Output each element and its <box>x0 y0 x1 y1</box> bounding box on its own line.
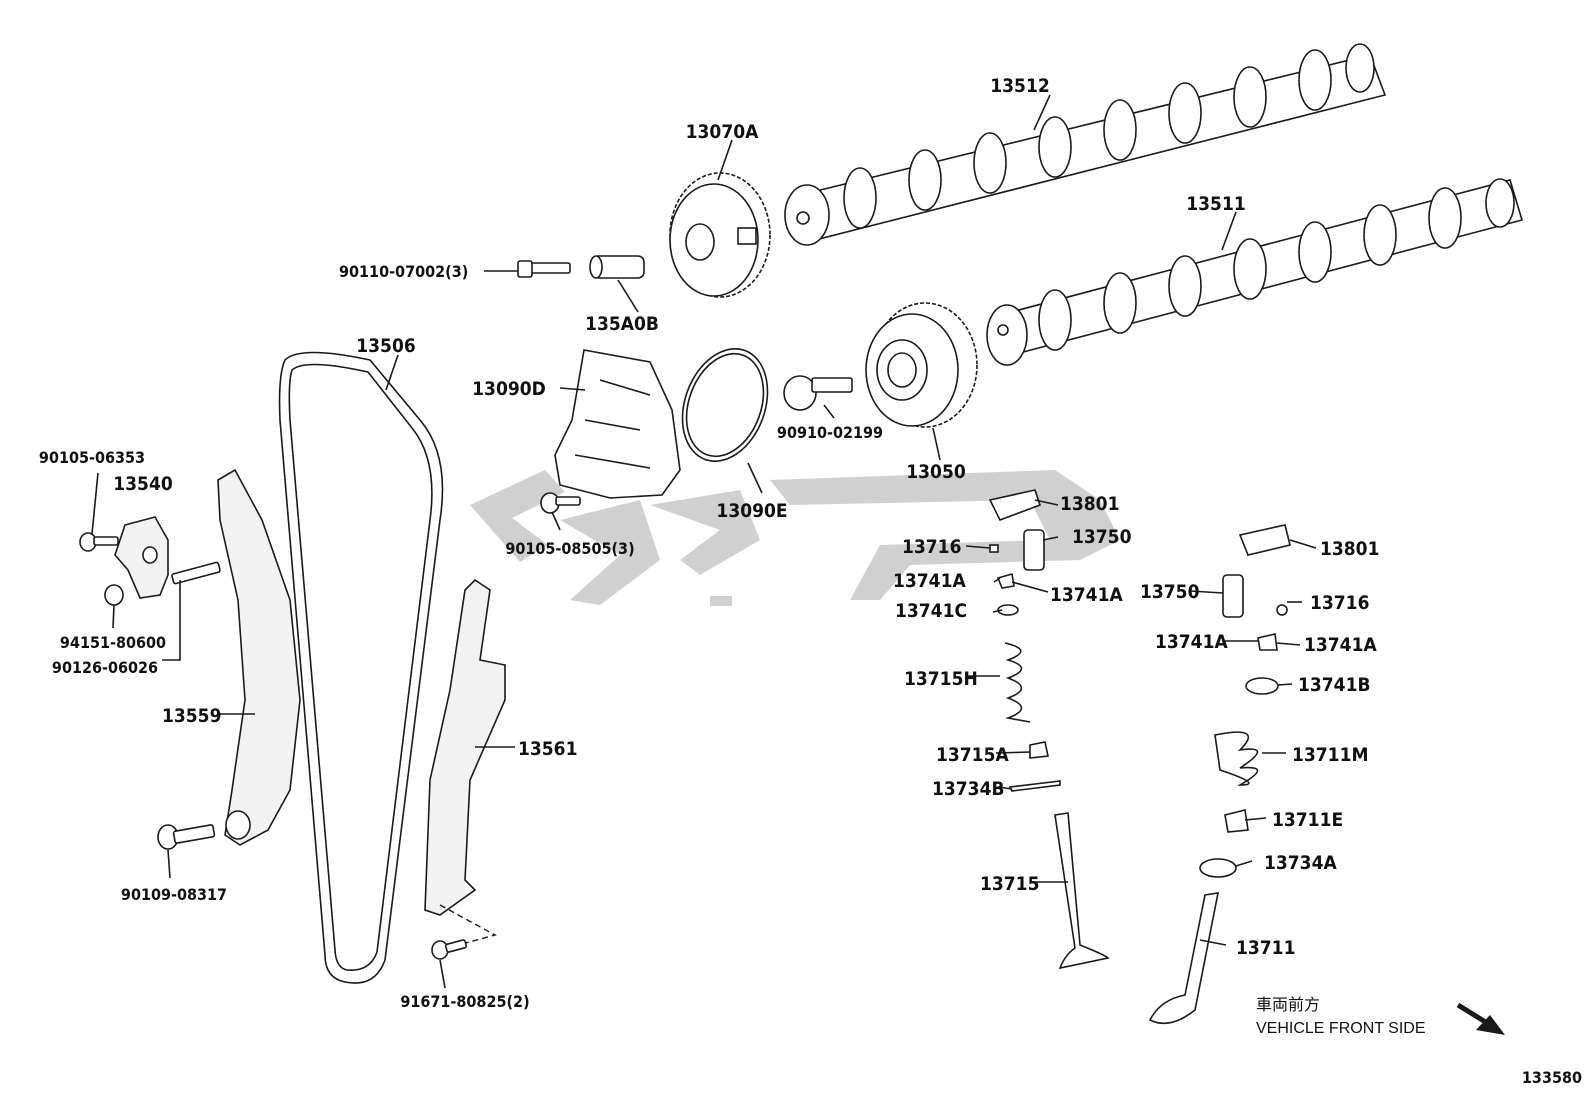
bolt-90105-a <box>79 532 119 552</box>
label-13716-b: 13716 <box>1310 592 1369 614</box>
bolt-90910 <box>783 375 853 411</box>
label-13511: 13511 <box>1186 193 1245 215</box>
label-90105-06353: 90105-06353 <box>39 448 145 467</box>
bolt-90110 <box>517 260 571 278</box>
diagram-id: 133580 <box>1522 1068 1582 1087</box>
legend-japanese: 車両前方 <box>1256 996 1320 1014</box>
leader-lines <box>91 94 1317 989</box>
bolt-91671 <box>431 939 468 960</box>
label-13741B: 13741B <box>1298 674 1371 696</box>
label-13506: 13506 <box>356 335 415 357</box>
label-91671-80825: 91671-80825(2) <box>400 992 529 1011</box>
bolt-90105-b <box>540 492 581 514</box>
label-90109-08317: 90109-08317 <box>121 885 227 904</box>
nut-94151 <box>104 584 124 606</box>
label-13801-a: 13801 <box>1060 493 1119 515</box>
chain-tensioner-13540 <box>114 516 169 599</box>
label-13715: 13715 <box>980 873 1039 895</box>
label-13741A-b: 13741A <box>1050 584 1123 606</box>
label-90110-07002: 90110-07002(3) <box>339 262 468 281</box>
label-13741A-d: 13741A <box>1304 634 1377 656</box>
valvetrain-left <box>988 489 1110 970</box>
valvetrain-right <box>1148 524 1291 1025</box>
gasket-13090E <box>681 348 769 462</box>
cover-13090D <box>554 349 681 499</box>
label-135A0B: 135A0B <box>585 313 659 335</box>
label-13741A-a: 13741A <box>893 570 966 592</box>
cam-sprocket-13070A <box>669 172 771 298</box>
label-13741A-c: 13741A <box>1155 631 1228 653</box>
label-90126-06026: 90126-06026 <box>52 658 158 677</box>
label-13070A: 13070A <box>686 121 759 143</box>
label-13711E: 13711E <box>1272 809 1343 831</box>
label-13734B: 13734B <box>932 778 1005 800</box>
label-13711M: 13711M <box>1292 744 1368 766</box>
label-13750-a: 13750 <box>1072 526 1132 548</box>
stud-90126 <box>171 561 221 585</box>
legend-english: VEHICLE FRONT SIDE <box>1256 1020 1426 1037</box>
label-13559: 13559 <box>162 705 221 727</box>
timing-chain-13506 <box>278 351 444 984</box>
label-13741C: 13741C <box>895 600 967 622</box>
label-13512: 13512 <box>990 75 1049 97</box>
vvt-gear-13050 <box>865 302 978 428</box>
label-90910-02199: 90910-02199 <box>777 423 883 442</box>
tensioner-arm-13559 <box>217 468 301 846</box>
label-13715H: 13715H <box>904 668 978 690</box>
label-13540: 13540 <box>113 473 173 495</box>
label-13090D: 13090D <box>472 378 546 400</box>
label-13561: 13561 <box>518 738 577 760</box>
label-13711: 13711 <box>1236 937 1295 959</box>
label-13050: 13050 <box>906 461 966 483</box>
oil-control-valve-135A0B <box>589 255 645 279</box>
label-13090E: 13090E <box>716 500 787 522</box>
vehicle-front-legend: 車両前方 VEHICLE FRONT SIDE <box>1256 996 1426 1037</box>
camshaft-13511 <box>986 178 1524 366</box>
part-labels: 13512 13070A 13511 90110-07002(3) 135A0B… <box>39 75 1380 1011</box>
label-13715A: 13715A <box>936 744 1009 766</box>
chain-guide-13561 <box>424 578 506 951</box>
arrow-down-right-icon <box>1456 1002 1505 1035</box>
label-94151-80600: 94151-80600 <box>60 633 166 652</box>
label-13801-b: 13801 <box>1320 538 1379 560</box>
label-90105-08505: 90105-08505(3) <box>505 539 634 558</box>
label-13750-b: 13750 <box>1140 581 1200 603</box>
label-13716-a: 13716 <box>902 536 961 558</box>
label-13734A: 13734A <box>1264 852 1337 874</box>
bolt-90109 <box>157 824 216 850</box>
camshaft-13512 <box>784 43 1387 246</box>
